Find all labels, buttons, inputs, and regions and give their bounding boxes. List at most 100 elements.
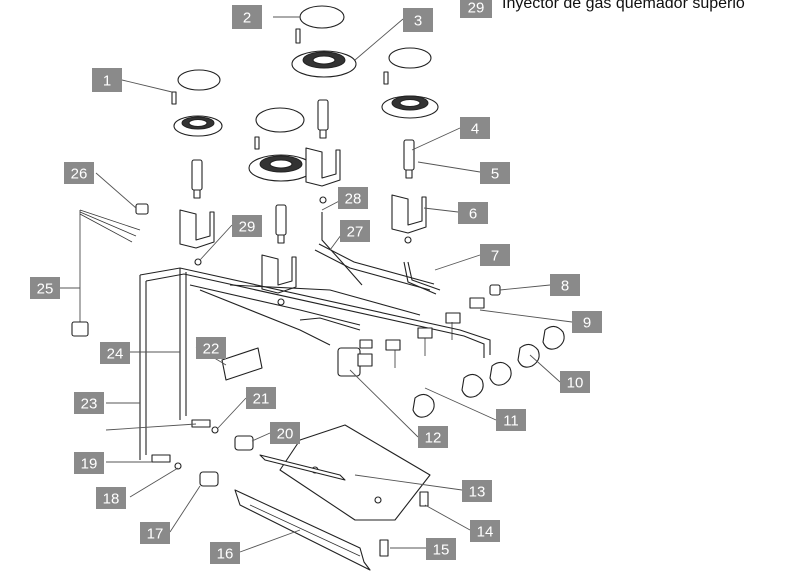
injector-3 (319, 196, 327, 204)
ignition-button (135, 203, 149, 215)
electrode-15 (379, 539, 389, 557)
callout-label: 7 (491, 248, 499, 265)
electrode-3 (295, 28, 301, 44)
callout-label: 10 (567, 375, 584, 392)
burner-cap-center (255, 107, 305, 133)
callout-26: 26 (64, 162, 94, 184)
callout-label: 18 (103, 491, 120, 508)
callout-5: 5 (480, 162, 510, 184)
flange-19 (191, 419, 211, 428)
callout-label: 15 (433, 542, 450, 559)
callout-23: 23 (74, 392, 104, 414)
callout-label: 17 (147, 526, 164, 543)
callout-12: 12 (418, 426, 448, 448)
callout-label: 26 (71, 166, 88, 183)
leader-lines (60, 16, 573, 553)
bracket-center (261, 254, 297, 294)
callout-label: 27 (347, 224, 364, 241)
injector-center (277, 298, 285, 306)
callout-22: 22 (196, 337, 226, 359)
callout-6: 6 (458, 202, 488, 224)
burner-cap-right (388, 47, 432, 69)
callout-13: 13 (462, 480, 492, 502)
callout-label: 24 (107, 346, 124, 363)
mixing-tube-3 (317, 99, 329, 139)
callout-label: 22 (203, 341, 220, 358)
burner-head-3 (291, 50, 357, 78)
injector-right (404, 236, 412, 244)
callout-3: 3 (403, 8, 433, 32)
electrode-right (383, 71, 389, 85)
callout-label: 12 (425, 430, 442, 447)
callout-label: 28 (345, 191, 362, 208)
callout-label: 3 (414, 13, 422, 30)
legend-number-box: 29 (460, 0, 492, 18)
callout-2: 2 (232, 5, 262, 29)
bracket-3 (305, 147, 341, 187)
callout-label: 19 (81, 456, 98, 473)
mixing-tube-right (403, 139, 415, 179)
spring-part-8 (489, 284, 501, 296)
burner-head-center (248, 154, 314, 182)
callout-8: 8 (550, 274, 580, 296)
callout-label: 11 (503, 413, 519, 430)
callout-label: 9 (583, 315, 591, 332)
burner-head-left (173, 115, 223, 137)
callout-label: 5 (491, 166, 499, 183)
thermocouple-14 (419, 491, 429, 507)
bracket-right (391, 194, 427, 234)
mixing-tube-left (191, 159, 203, 199)
callout-9: 9 (572, 311, 602, 333)
callout-label: 13 (469, 484, 486, 501)
callout-label: 6 (469, 206, 477, 223)
callout-21: 21 (246, 387, 276, 409)
injector-nozzles (174, 426, 254, 487)
callout-20: 20 (270, 422, 300, 444)
electrode-center (254, 136, 260, 150)
callout-4: 4 (460, 117, 490, 139)
callout-16: 16 (210, 542, 240, 564)
callout-29: 29 (232, 215, 262, 237)
legend-description: Inyector de gas quemador superio (502, 0, 745, 12)
callout-11: 11 (496, 409, 526, 431)
grill-burner-tube (259, 454, 346, 481)
callout-label: 25 (37, 281, 54, 298)
legend-number: 29 (468, 0, 485, 17)
electrode-1 (171, 91, 177, 105)
callout-17: 17 (140, 522, 170, 544)
callout-label: 8 (561, 278, 569, 295)
callout-19: 19 (74, 452, 104, 474)
gas-manifold-pipes (139, 212, 491, 460)
callout-18: 18 (96, 487, 126, 509)
callout-25: 25 (30, 277, 60, 299)
callout-label: 21 (253, 391, 270, 408)
callout-label: 2 (243, 10, 251, 27)
callout-label: 16 (217, 546, 234, 563)
callout-label: 14 (477, 524, 494, 541)
ignition-wire-harness (71, 209, 141, 337)
callout-1: 1 (92, 68, 122, 92)
bracket-left (179, 209, 215, 249)
burner-head-right (381, 95, 439, 119)
oven-burner-tube (234, 489, 371, 571)
ignition-switch-block (221, 347, 263, 381)
callout-label: 29 (239, 219, 256, 236)
callout-label: 20 (277, 426, 294, 443)
flange-18 (151, 454, 171, 463)
callout-14: 14 (470, 520, 500, 542)
callout-28: 28 (338, 187, 368, 209)
mixing-tube-center (275, 204, 287, 244)
burner-cap-2 (299, 5, 345, 29)
gas-valve-row (337, 297, 485, 377)
heat-shield-plate (279, 424, 431, 521)
callout-label: 23 (81, 396, 98, 413)
callout-label: 1 (103, 73, 111, 90)
callout-10: 10 (560, 371, 590, 393)
injector-left (194, 258, 202, 266)
callout-label: 4 (471, 121, 479, 138)
callout-27: 27 (340, 220, 370, 242)
control-knobs (412, 325, 565, 418)
callout-24: 24 (100, 342, 130, 364)
burner-cap-1 (177, 69, 221, 91)
